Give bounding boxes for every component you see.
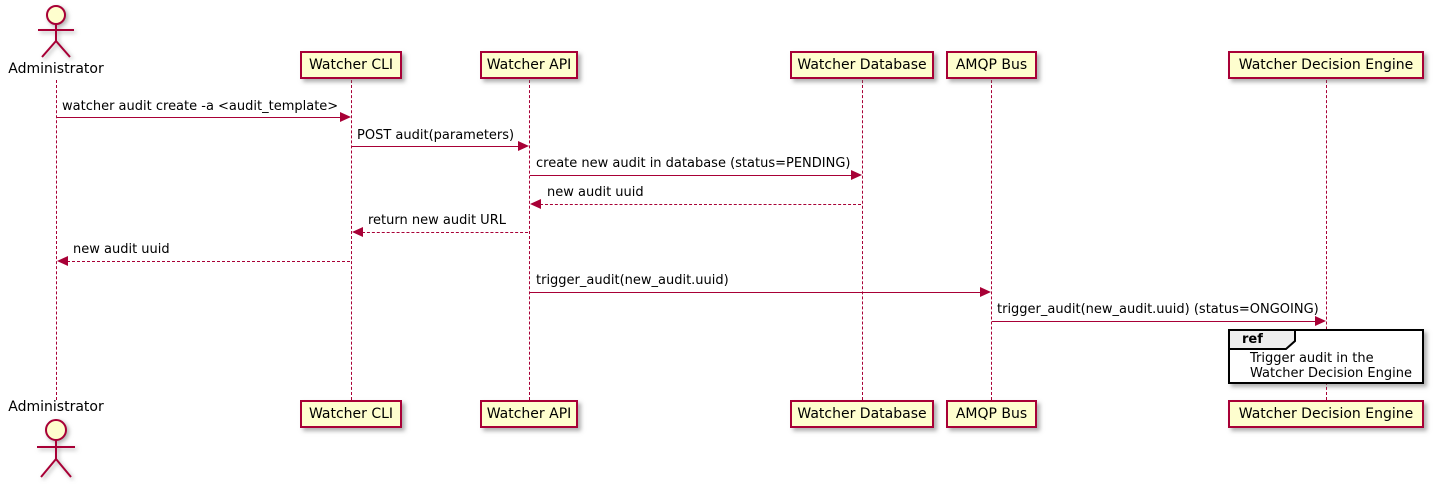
ref-content: Trigger audit in the Watcher Decision En…: [1250, 351, 1412, 381]
ref-tab-icon: [1228, 329, 1296, 350]
message-line-audit-create: [57, 117, 341, 118]
lifeline-administrator: [56, 80, 57, 400]
participant-top-amqp-bus: AMQP Bus: [946, 51, 1037, 79]
participant-top-watcher-cli: Watcher CLI: [300, 51, 402, 79]
lifeline-watcher-cli: [351, 80, 352, 400]
ref-fragment-box: ref Trigger audit in the Watcher Decisio…: [1228, 329, 1424, 384]
ref-keyword: ref: [1242, 332, 1263, 347]
message-label-audit-create: watcher audit create -a <audit_template>: [62, 99, 339, 114]
actor-label-top: Administrator: [8, 61, 104, 77]
lifeline-watcher-decision-engine: [1326, 80, 1327, 400]
message-line-trigger-audit-ongoing: [992, 321, 1316, 322]
message-line-new-audit-uuid-admin: [67, 261, 350, 262]
participant-top-watcher-api: Watcher API: [480, 51, 578, 79]
message-line-create-audit-db: [530, 175, 852, 176]
message-line-trigger-audit: [530, 292, 981, 293]
arrowhead-left-icon: [352, 227, 363, 237]
participant-bottom-watcher-database: Watcher Database: [790, 400, 934, 428]
message-line-return-audit-url: [362, 232, 528, 233]
participant-bottom-watcher-cli: Watcher CLI: [300, 400, 402, 428]
participant-bottom-amqp-bus: AMQP Bus: [946, 400, 1037, 428]
arrowhead-right-icon: [1315, 316, 1326, 326]
message-line-post-audit: [352, 146, 519, 147]
message-label-trigger-audit-ongoing: trigger_audit(new_audit.uuid) (status=ON…: [997, 302, 1319, 317]
participant-top-watcher-database: Watcher Database: [790, 51, 934, 79]
arrowhead-right-icon: [980, 287, 991, 297]
lifeline-amqp-bus: [991, 80, 992, 400]
message-label-post-audit: POST audit(parameters): [357, 128, 515, 143]
arrowhead-right-icon: [851, 170, 862, 180]
actor-icon: [38, 5, 74, 58]
arrowhead-left-icon: [57, 256, 68, 266]
message-label-trigger-audit: trigger_audit(new_audit.uuid): [536, 273, 729, 288]
actor-label-bottom: Administrator: [8, 399, 104, 415]
arrowhead-right-icon: [518, 141, 529, 151]
participant-bottom-watcher-api: Watcher API: [480, 400, 578, 428]
arrowhead-right-icon: [340, 112, 351, 122]
participant-top-watcher-decision-engine: Watcher Decision Engine: [1228, 51, 1424, 79]
lifeline-watcher-database: [862, 80, 863, 400]
message-label-return-audit-url: return new audit URL: [368, 213, 506, 228]
lifeline-watcher-api: [529, 80, 530, 400]
ref-content-line-2: Watcher Decision Engine: [1250, 366, 1412, 381]
ref-content-line-1: Trigger audit in the: [1250, 351, 1374, 366]
message-line-new-audit-uuid-api: [540, 204, 861, 205]
arrowhead-left-icon: [530, 199, 541, 209]
participant-bottom-watcher-decision-engine: Watcher Decision Engine: [1228, 400, 1424, 428]
message-label-new-audit-uuid-admin: new audit uuid: [73, 242, 170, 257]
message-label-new-audit-uuid-api: new audit uuid: [547, 185, 644, 200]
actor-icon: [37, 419, 75, 478]
message-label-create-audit-db: create new audit in database (status=PEN…: [536, 156, 851, 171]
